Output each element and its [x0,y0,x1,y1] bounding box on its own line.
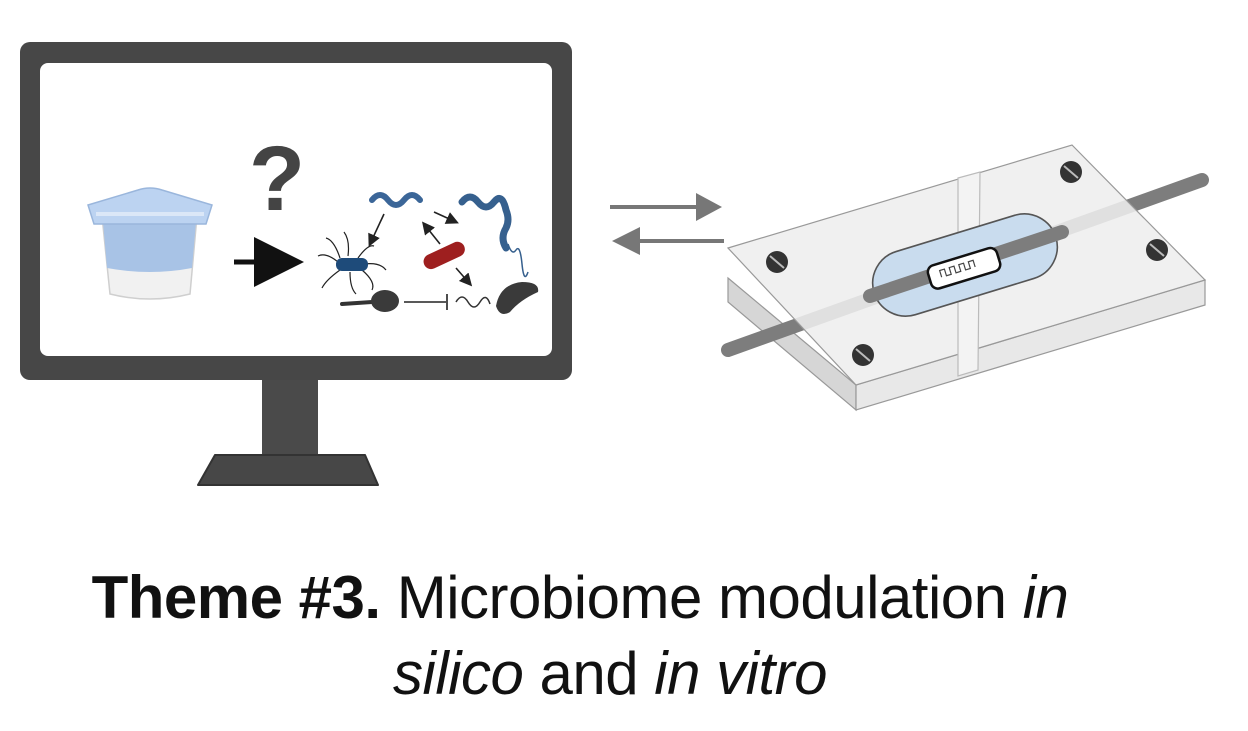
network-arrow [422,221,441,245]
flagella-icon [507,243,529,278]
screw-icon [1060,161,1082,183]
monitor-stand-base [197,454,379,486]
chip-tissue-insert [926,246,1002,290]
screw-icon [852,344,874,366]
organ-on-chip-device [721,144,1209,412]
caption-italic-silico: silico [392,640,524,707]
bacterium-flagellated-icon [317,231,387,295]
caption-italic-in-vitro: in vitro [654,640,828,707]
caption-text-1: Microbiome modulation [380,564,1023,631]
bacteria-network [317,192,539,314]
network-arrow [368,213,385,247]
caption-line-1: Theme #3. Microbiome modulation in [0,560,1160,636]
caption-theme-label: Theme #3. [91,564,381,631]
figure-caption: Theme #3. Microbiome modulation in silic… [0,560,1160,712]
exchange-arrows [610,193,724,255]
bacterium-spiral-icon [369,192,423,208]
screw-icon [1146,239,1168,261]
network-arrow [433,211,459,224]
caption-italic-in: in [1022,564,1069,631]
caption-line-2: silico and in vitro [0,636,1160,712]
question-mark: ? [249,128,305,230]
bacterium-curved-icon [455,282,539,314]
bacterium-spiral-large-icon [458,193,512,252]
bacterium-rod-red-icon [423,241,465,270]
screw-icon [766,251,788,273]
monitor-stand-neck [262,376,318,460]
network-arrow [455,267,473,287]
yogurt-cup-icon [87,187,213,300]
computer-monitor [20,42,572,486]
caption-text-and: and [523,640,655,707]
bacterium-tailed-icon [340,290,399,312]
